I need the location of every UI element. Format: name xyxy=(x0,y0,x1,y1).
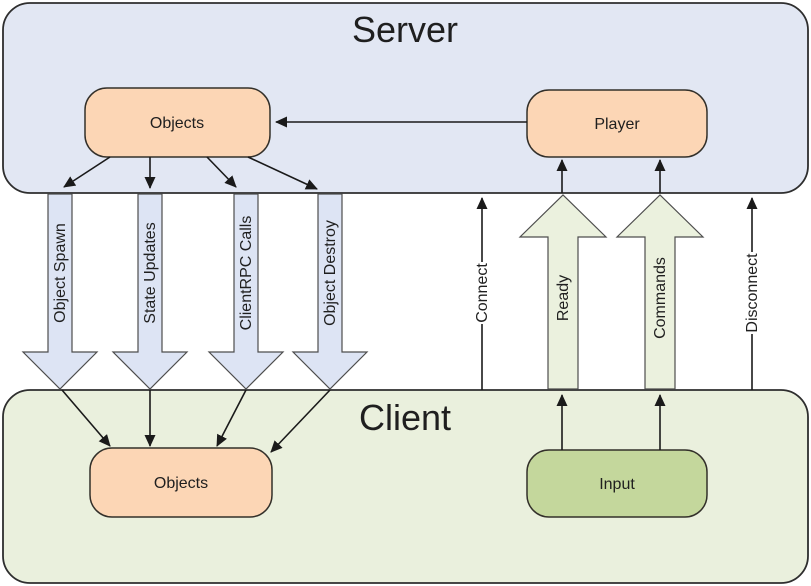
block-arrow-clientrpc-calls xyxy=(207,193,285,390)
block-arrow-clientrpc-calls-label: ClientRPC Calls xyxy=(238,216,255,331)
block-arrow-commands xyxy=(615,194,705,390)
connector-connect-label: Connect xyxy=(474,263,491,323)
block-arrow-object-destroy-label: Object Destroy xyxy=(322,220,339,326)
server-title: Server xyxy=(352,9,458,50)
client-input-label: Input xyxy=(599,476,635,493)
connector-objects-to-object-spawn xyxy=(63,156,111,188)
connector-connect-label-plate xyxy=(470,262,494,324)
client-input-node xyxy=(526,449,708,518)
client-container xyxy=(2,389,809,584)
server-player-node xyxy=(526,89,708,158)
block-arrow-object-destroy xyxy=(291,193,369,390)
block-arrow-ready-label: Ready xyxy=(555,275,572,321)
block-arrow-state-updates-label: State Updates xyxy=(142,222,159,323)
connector-object-spawn-to-objects xyxy=(61,389,111,447)
server-objects-label: Objects xyxy=(150,115,204,132)
connector-clientrpc-calls-to-objects xyxy=(216,389,247,447)
block-arrow-object-spawn-label: Object Spawn xyxy=(52,223,69,323)
client-objects-label: Objects xyxy=(154,475,208,492)
server-player-label: Player xyxy=(594,116,640,133)
connector-objects-to-clientrpc-calls xyxy=(206,156,237,188)
connector-disconnect-label: Disconnect xyxy=(744,253,761,333)
client-title: Client xyxy=(359,397,451,438)
block-arrow-object-spawn xyxy=(21,193,99,390)
block-arrow-state-updates xyxy=(111,193,189,390)
connector-object-destroy-to-objects xyxy=(270,389,331,453)
block-arrow-ready xyxy=(518,194,608,390)
connector-disconnect-label-plate xyxy=(740,252,764,334)
server-objects-node xyxy=(84,87,271,158)
client-objects-node xyxy=(89,447,273,518)
block-arrow-commands-label: Commands xyxy=(652,257,669,339)
connector-objects-to-object-destroy xyxy=(247,156,318,190)
